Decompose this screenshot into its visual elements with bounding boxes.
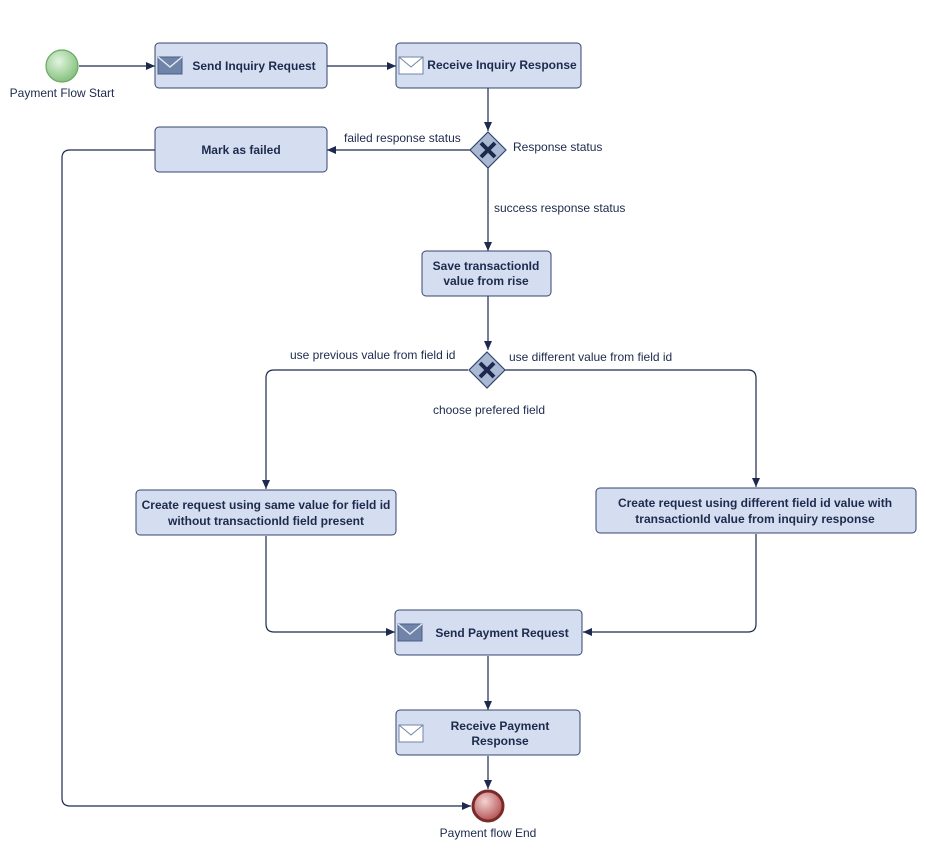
end-event-label: Payment flow End xyxy=(440,826,537,840)
task-label-same-line2: without transactionId field present xyxy=(167,514,364,528)
exclusive-x-icon xyxy=(479,141,497,159)
task-label-different-line2: transactionId value from inquiry respons… xyxy=(635,512,875,526)
task-send-inquiry-request[interactable]: Send Inquiry Request xyxy=(154,42,328,89)
task-label-same-line1: Create request using same value for fiel… xyxy=(142,498,391,512)
exclusive-x-icon xyxy=(478,361,496,379)
flow-different-value[interactable] xyxy=(505,369,760,487)
start-event[interactable] xyxy=(45,49,79,83)
flow-label-success: success response status xyxy=(494,201,625,215)
task-save-transaction-id[interactable]: Save transactionId value from rise xyxy=(421,250,552,297)
gateway-label-choose-field: choose prefered field xyxy=(433,403,545,417)
envelope-outline-icon xyxy=(398,56,424,75)
end-event[interactable] xyxy=(471,789,505,823)
task-label-save-line1: Save transactionId xyxy=(433,259,540,273)
flow-label-different-value: use different value from field id xyxy=(509,350,672,364)
task-label-send-payment: Send Payment Request xyxy=(435,626,568,640)
flow-same-to-send-payment[interactable] xyxy=(265,536,395,636)
gateway-label-response-status: Response status xyxy=(513,140,602,154)
task-mark-as-failed[interactable]: Mark as failed xyxy=(154,126,328,173)
task-label-receive-payment-line1: Receive Payment xyxy=(451,719,550,733)
flow-previous-value[interactable] xyxy=(262,369,468,489)
envelope-filled-icon xyxy=(397,623,423,642)
flow-label-previous-value: use previous value from field id xyxy=(290,348,455,362)
task-send-payment-request[interactable]: Send Payment Request xyxy=(394,609,583,656)
flows xyxy=(61,62,760,810)
task-label-mark-as-failed: Mark as failed xyxy=(201,143,280,157)
flow-failed-to-end[interactable] xyxy=(61,149,471,810)
envelope-outline-icon xyxy=(398,724,424,743)
start-event-label: Payment Flow Start xyxy=(10,86,115,100)
task-create-request-same-value[interactable]: Create request using same value for fiel… xyxy=(135,489,397,536)
task-label-receive-payment-line2: Response xyxy=(471,734,529,748)
task-receive-inquiry-response[interactable]: Receive Inquiry Response xyxy=(395,42,582,89)
gateway-choose-field[interactable] xyxy=(468,351,506,389)
task-label-receive-inquiry: Receive Inquiry Response xyxy=(427,58,577,72)
task-label-different-line1: Create request using different field id … xyxy=(618,496,892,510)
gateway-response-status[interactable] xyxy=(469,131,507,169)
task-label-save-line2: value from rise xyxy=(443,274,529,288)
task-label-send-inquiry: Send Inquiry Request xyxy=(192,59,315,73)
envelope-filled-icon xyxy=(157,56,183,75)
flow-label-failed: failed response status xyxy=(344,131,461,145)
task-create-request-different-value[interactable]: Create request using different field id … xyxy=(595,487,917,534)
flow-different-to-send-payment[interactable] xyxy=(583,534,757,636)
task-receive-payment-response[interactable]: Receive Payment Response xyxy=(395,709,581,756)
